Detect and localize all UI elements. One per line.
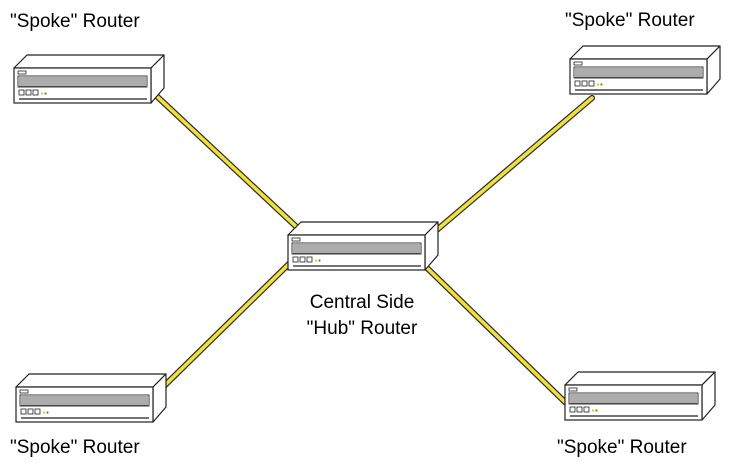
spoke-router-top-left-label: "Spoke" Router (10, 11, 140, 32)
spoke-router-bottom-left-icon (15, 373, 167, 423)
hub-router-label: Central Side "Hub" Router (272, 290, 452, 342)
hub-router-icon (287, 221, 439, 271)
spoke-router-bottom-right-label: "Spoke" Router (557, 437, 687, 458)
spoke-router-top-left-icon (13, 54, 165, 104)
links (145, 85, 595, 408)
spoke-router-bottom-left-label: "Spoke" Router (10, 437, 140, 458)
spoke-router-top-right-icon (569, 45, 721, 95)
spoke-router-bottom-right-icon (564, 371, 716, 421)
spoke-router-top-right-label: "Spoke" Router (565, 10, 695, 31)
hub-router-label-line2: "Hub" Router (306, 318, 418, 339)
hub-router-label-line1: Central Side (309, 292, 415, 313)
